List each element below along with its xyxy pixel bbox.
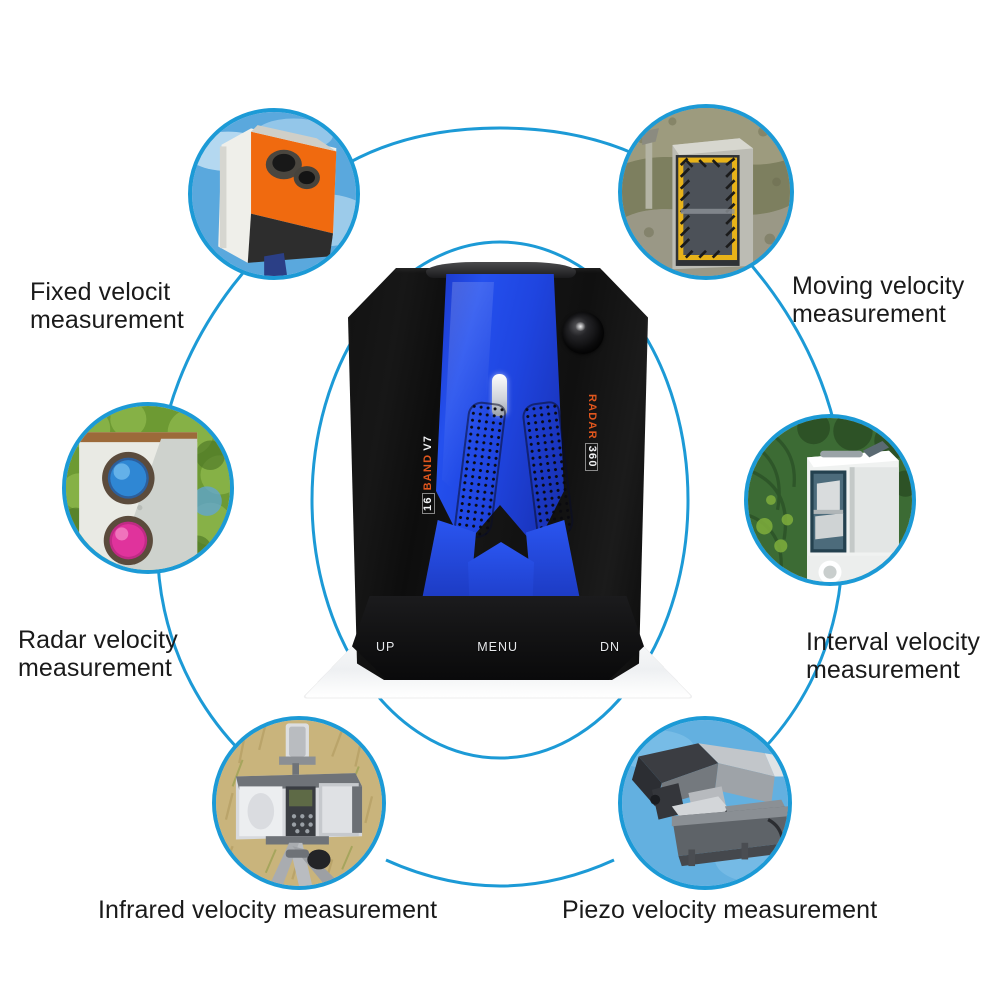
brand-left-16: 16 [422,493,435,514]
speaker-lens-icon [562,312,604,354]
photo-infrared-tripod-camera [216,720,382,886]
photo-radar-velocity-unit [66,406,230,570]
caption-interval-velocity: Interval velocity measurement [806,628,980,684]
photo-interval-velocity-cabinet [748,418,912,582]
node-fixed-velocity[interactable] [188,108,360,280]
device-button-bezel [352,596,644,680]
caption-radar-velocity: Radar velocity measurement [18,626,178,682]
caption-moving-velocity: Moving velocity measurement [792,272,965,328]
brand-left-v7: V7 [422,434,434,451]
brand-right-radar: RADAR [586,394,598,440]
node-infrared-velocity[interactable] [212,716,386,890]
photo-moving-speed-cabinet [622,108,790,276]
node-radar-velocity[interactable] [62,402,234,574]
device-brand-left: 16 BAND V7 [422,435,435,514]
node-interval-velocity[interactable] [744,414,916,586]
brand-right-360: 360 [585,442,598,471]
device-brand-right: RADAR 360 [585,394,598,471]
caption-piezo-velocity: Piezo velocity measurement [562,896,878,924]
caption-infrared-velocity: Infrared velocity measurement [98,896,438,924]
button-dn[interactable]: DN [599,640,620,654]
node-piezo-velocity[interactable] [618,716,792,890]
node-moving-velocity[interactable] [618,104,794,280]
button-menu[interactable]: MENU [477,640,519,654]
caption-fixed-velocity: Fixed velocit measurement [30,278,184,334]
device-button-row: UP MENU DN [376,640,620,654]
button-up[interactable]: UP [376,640,396,654]
radar-detector-device[interactable]: UP MENU DN 16 BAND V7 RADAR 360 [301,252,695,722]
photo-fixed-speed-camera [192,112,356,276]
photo-piezo-enforcement-camera [622,720,788,886]
brand-left-band: BAND [422,453,434,491]
connector-arc-bottom [385,858,615,888]
